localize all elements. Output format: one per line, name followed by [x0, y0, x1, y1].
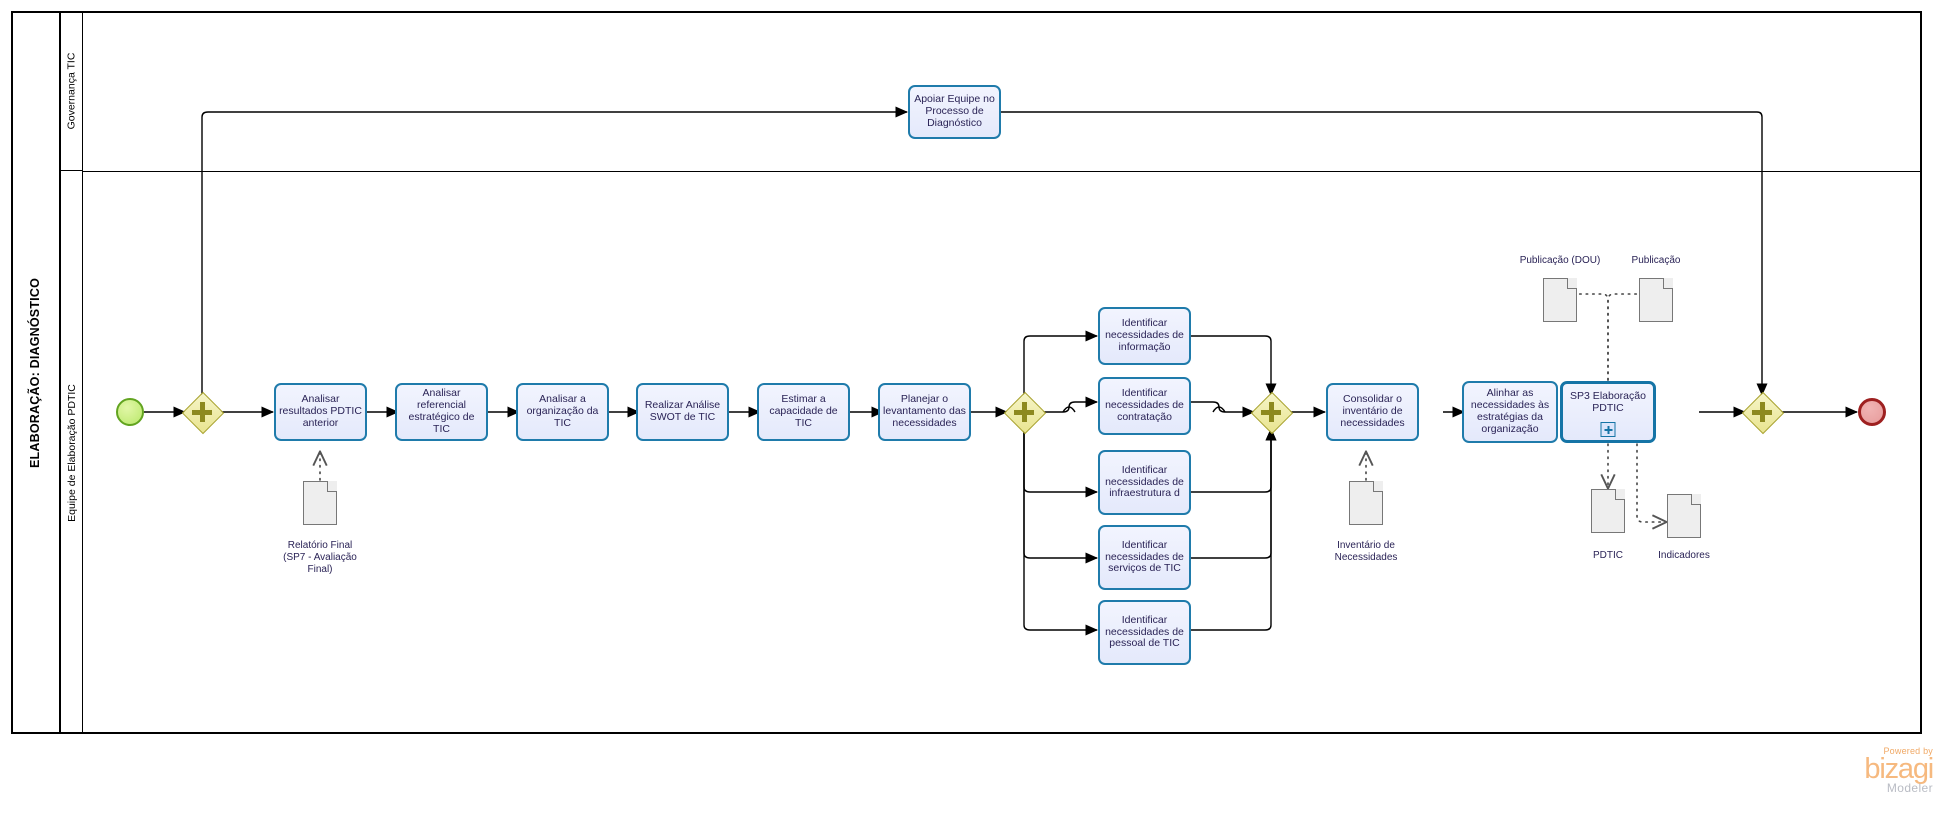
parallel-gateway-3[interactable]: [1250, 391, 1294, 435]
document-fold-icon: [1662, 278, 1673, 289]
document-fold-icon: [1372, 481, 1383, 492]
watermark-brand: bizagi: [1864, 753, 1934, 785]
parallel-gateway-1[interactable]: [181, 391, 225, 435]
document-fold-icon: [1614, 489, 1625, 500]
data-object-indicadores[interactable]: [1667, 494, 1701, 538]
document-fold-icon: [1690, 494, 1701, 505]
subprocess-label: SP3 Elaboração PDTIC: [1570, 390, 1646, 414]
parallel-gateway-2[interactable]: [1003, 391, 1047, 435]
watermark-powered-by: Powered by: [1883, 746, 1933, 756]
document-fold-icon: [326, 481, 337, 492]
task-identificar-necessidades-pessoal-tic[interactable]: Identificar necessidades de pessoal de T…: [1098, 600, 1191, 665]
document-icon: [1591, 489, 1625, 533]
task-alinhar-necessidades-estrategias[interactable]: Alinhar as necessidades às estratégias d…: [1462, 381, 1558, 443]
data-label-publicacao-dou: Publicação (DOU): [1519, 255, 1601, 266]
data-label-pdtic: PDTIC: [1593, 550, 1623, 561]
start-event[interactable]: [116, 398, 144, 426]
task-apoiar-equipe[interactable]: Apoiar Equipe no Processo de Diagnóstico: [908, 85, 1001, 139]
task-estimar-capacidade-tic[interactable]: Estimar a capacidade de TIC: [757, 383, 850, 441]
subprocess-expand-icon[interactable]: [1600, 422, 1616, 437]
data-label-indicadores: Indicadores: [1658, 550, 1710, 561]
data-object-pdtic[interactable]: [1591, 489, 1625, 533]
data-label-publicacao: Publicação: [1631, 255, 1681, 266]
task-identificar-necessidades-servicos-tic[interactable]: Identificar necessidades de serviços de …: [1098, 525, 1191, 590]
data-object-inventario-necessidades[interactable]: [1349, 481, 1383, 525]
pool-title: ELABORAÇÃO: DIAGNÓSTICO: [11, 11, 61, 734]
data-object-publicacao-dou[interactable]: [1543, 278, 1577, 322]
data-object-publicacao[interactable]: [1639, 278, 1673, 322]
task-planejar-levantamento-necessidades[interactable]: Planejar o levantamento das necessidades: [878, 383, 971, 441]
bizagi-watermark: Powered by bizagi Modeler: [1793, 746, 1934, 797]
data-label-relatorio-final: Relatório Final (SP7 - Avaliação Final): [283, 540, 357, 575]
task-identificar-necessidades-infraestrutura[interactable]: Identificar necessidades de infraestrutu…: [1098, 450, 1191, 515]
document-fold-icon: [1566, 278, 1577, 289]
lane-header-equipe: Equipe de Elaboração PDTIC: [61, 171, 83, 734]
task-identificar-necessidades-informacao[interactable]: Identificar necessidades de informação: [1098, 307, 1191, 365]
task-analisar-resultados-pdtic[interactable]: Analisar resultados PDTIC anterior: [274, 383, 367, 441]
watermark-product: Modeler: [1886, 780, 1933, 795]
data-label-inventario-necessidades: Inventário de Necessidades: [1334, 540, 1398, 563]
task-analisar-referencial-estrategico[interactable]: Analisar referencial estratégico de TIC: [395, 383, 488, 441]
task-consolidar-inventario-necessidades[interactable]: Consolidar o inventário de necessidades: [1326, 383, 1419, 441]
end-event[interactable]: [1858, 398, 1886, 426]
subprocess-sp3-elaboracao-pdtic[interactable]: SP3 Elaboração PDTIC: [1560, 381, 1656, 443]
lane-divider: [83, 171, 1922, 172]
data-object-relatorio-final[interactable]: [303, 481, 337, 525]
task-analisar-organizacao-tic[interactable]: Analisar a organização da TIC: [516, 383, 609, 441]
lane-header-governanca: Governança TIC: [61, 11, 83, 171]
parallel-gateway-4[interactable]: [1741, 391, 1785, 435]
task-realizar-analise-swot[interactable]: Realizar Análise SWOT de TIC: [636, 383, 729, 441]
task-identificar-necessidades-contratacao[interactable]: Identificar necessidades de contratação: [1098, 377, 1191, 435]
